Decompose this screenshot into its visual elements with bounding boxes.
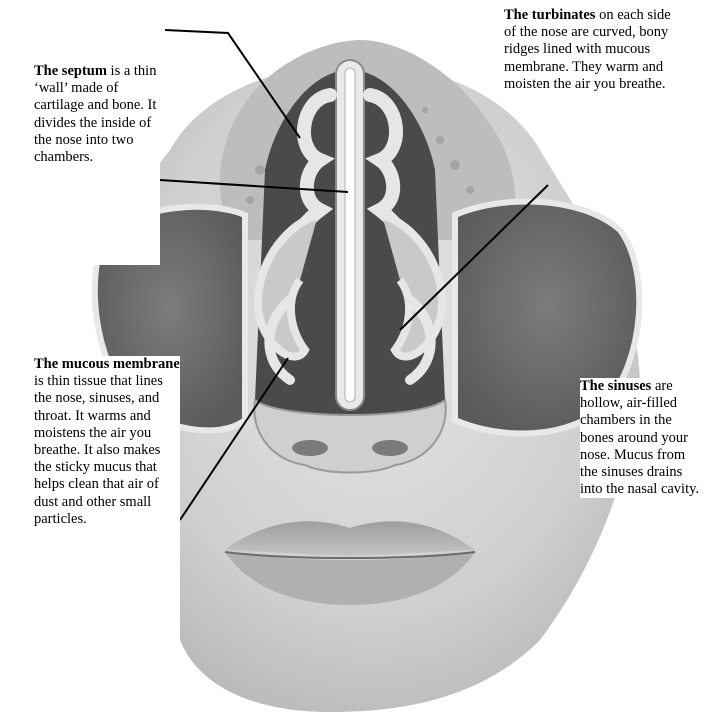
mucous-membrane-callout: The mucous membrane is thin tissue that … xyxy=(34,356,180,718)
mucous-membrane-description: is thin tissue that lines the nose, sinu… xyxy=(34,373,163,527)
septum-term: The septum xyxy=(34,63,107,79)
sinuses-callout: The sinuses are hollow, air-filled chamb… xyxy=(580,378,700,498)
turbinates-term: The turbinates xyxy=(504,7,595,23)
sinuses-description: are hollow, air-filled chambers in the b… xyxy=(580,378,699,497)
right-nostril xyxy=(372,440,408,456)
sinuses-term: The sinuses xyxy=(580,378,651,394)
turbinates-callout: The turbinates on each side of the nose … xyxy=(504,7,676,93)
left-nostril xyxy=(292,440,328,456)
septum-callout: The septum is a thin ‘wall’ made of cart… xyxy=(34,63,160,265)
mucous-membrane-term: The mucous membrane xyxy=(34,356,180,372)
